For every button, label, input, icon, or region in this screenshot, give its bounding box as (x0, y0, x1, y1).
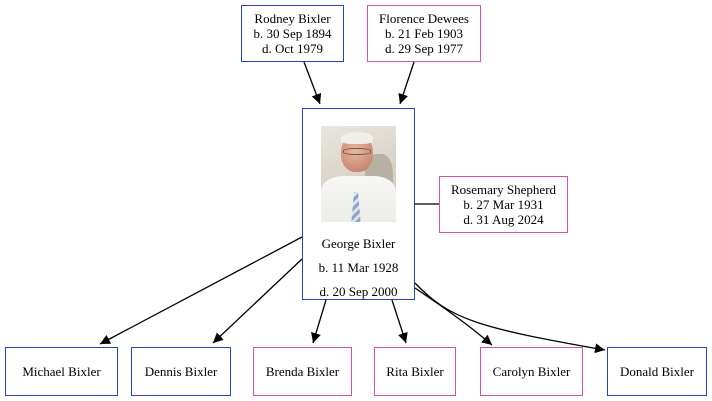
person-name: Rita Bixler (386, 364, 444, 379)
person-death: d. 29 Sep 1977 (385, 41, 463, 56)
person-node-child[interactable]: Carolyn Bixler (480, 347, 583, 396)
person-birth: b. 11 Mar 1928 (318, 260, 399, 275)
person-name: Rodney Bixler (254, 11, 331, 26)
portrait-photo (321, 126, 396, 222)
person-node-child[interactable]: Michael Bixler (5, 347, 118, 396)
edge-focus-to-child-donald (414, 282, 606, 354)
person-name: Rosemary Shepherd (450, 182, 557, 197)
edge-focus-to-child-carolyn (414, 287, 493, 346)
edge-father-to-focus (303, 61, 322, 105)
person-node-focus[interactable]: George Bixler b. 11 Mar 1928 d. 20 Sep 2… (302, 108, 415, 300)
person-node-father[interactable]: Rodney Bixler b. 30 Sep 1894 d. Oct 1979 (241, 5, 344, 62)
person-node-child[interactable]: Rita Bixler (374, 347, 456, 396)
person-birth: b. 27 Mar 1931 (463, 197, 544, 212)
person-node-child[interactable]: Dennis Bixler (131, 347, 231, 396)
person-death: d. 20 Sep 2000 (319, 284, 398, 299)
person-name: Donald Bixler (619, 364, 694, 379)
person-death: d. 31 Aug 2024 (463, 212, 544, 227)
person-node-mother[interactable]: Florence Dewees b. 21 Feb 1903 d. 29 Sep… (367, 5, 481, 62)
person-death: d. Oct 1979 (261, 41, 324, 56)
edge-focus-to-child-rita (391, 299, 408, 344)
person-node-spouse[interactable]: Rosemary Shepherd b. 27 Mar 1931 d. 31 A… (439, 176, 568, 233)
person-node-child[interactable]: Brenda Bixler (253, 347, 352, 396)
person-name: Brenda Bixler (265, 364, 340, 379)
person-birth: b. 30 Sep 1894 (253, 26, 332, 41)
edge-focus-to-child-brenda (311, 299, 327, 344)
edge-mother-to-focus (398, 61, 415, 105)
person-name: Florence Dewees (379, 11, 469, 26)
person-name: Carolyn Bixler (492, 364, 571, 379)
person-name: Michael Bixler (22, 364, 101, 379)
person-name: Dennis Bixler (144, 364, 218, 379)
person-node-child[interactable]: Donald Bixler (607, 347, 707, 396)
edge-focus-to-child-dennis (212, 258, 303, 344)
person-birth: b. 21 Feb 1903 (385, 26, 463, 41)
person-name: George Bixler (321, 236, 396, 251)
edge-focus-to-child-michael (99, 236, 303, 345)
